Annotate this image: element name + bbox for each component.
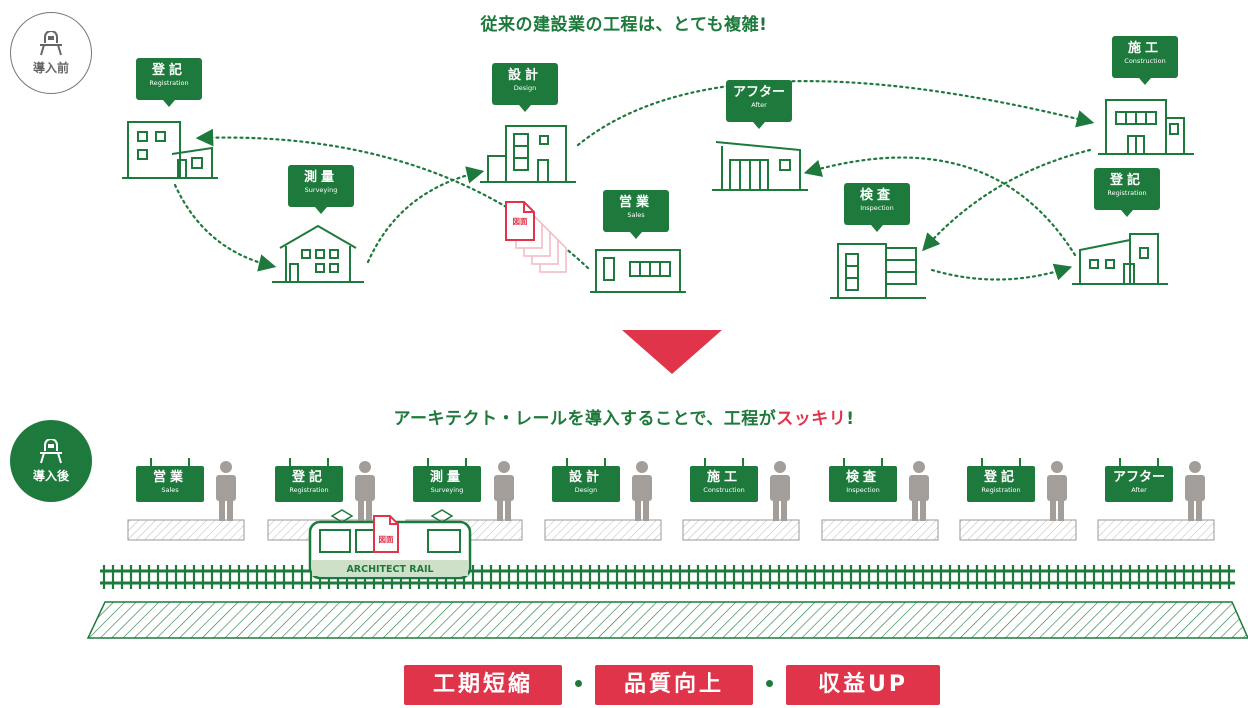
railway-scene xyxy=(86,461,1248,639)
person-icon xyxy=(1047,461,1067,521)
document-label: 図面 xyxy=(513,217,528,226)
after-badge-label: 導入後 xyxy=(32,468,69,483)
headline-before: 従来の建設業の工程は、とても複雑! xyxy=(480,15,768,35)
building-registration-1 xyxy=(122,121,218,179)
headline-after-suffix: ! xyxy=(846,409,855,429)
person-icon xyxy=(770,461,790,521)
embankment xyxy=(86,601,1248,639)
arrow-inspection-to-registration xyxy=(930,263,1073,281)
result-quality-improvement: 品質向上 xyxy=(595,665,753,705)
arrow-design-to-construction xyxy=(576,80,1095,147)
person-icon xyxy=(1185,461,1205,521)
person-icons xyxy=(216,461,1205,521)
result-shorter-schedule: 工期短縮 xyxy=(404,665,562,705)
building-after xyxy=(712,141,808,191)
rail-track xyxy=(100,569,1235,585)
arrow-registration-to-after xyxy=(803,156,1077,257)
building-design xyxy=(480,125,576,183)
after-badge: 導入後 xyxy=(10,420,92,502)
train-label: ARCHITECT RAIL xyxy=(346,564,433,575)
arrow-surveying-to-design xyxy=(366,166,485,264)
arrow-registration-to-surveying xyxy=(173,183,277,272)
train-document-label: 図面 xyxy=(379,535,394,544)
document-stack: 図面 xyxy=(505,201,567,273)
headline-after-prefix: アーキテクト・レールを導入することで、工程が xyxy=(393,409,777,429)
station-icon xyxy=(40,438,62,463)
building-sales xyxy=(590,249,686,293)
building-surveying xyxy=(272,224,364,283)
person-icon xyxy=(909,461,929,521)
building-registration-2 xyxy=(1072,233,1168,285)
arrow-construction-to-inspection xyxy=(922,148,1092,252)
person-icon xyxy=(494,461,514,521)
separator-dot xyxy=(766,680,773,687)
person-icon xyxy=(355,461,375,521)
person-icon xyxy=(216,461,236,521)
transition-arrow-icon xyxy=(622,330,722,374)
building-construction xyxy=(1098,99,1194,155)
person-icon xyxy=(632,461,652,521)
result-profit-up: 収益UP xyxy=(786,665,940,705)
rail-sleepers xyxy=(102,565,1231,589)
headline-after: アーキテクト・レールを導入することで、工程がスッキリ! xyxy=(0,404,1248,429)
architect-rail-train: ARCHITECT RAIL 図面 xyxy=(308,509,472,580)
before-badge: 導入前 xyxy=(10,12,92,94)
before-badge-label: 導入前 xyxy=(32,60,69,75)
station-icon xyxy=(40,30,62,55)
separator-dot xyxy=(575,680,582,687)
headline-after-highlight: スッキリ xyxy=(776,409,847,429)
building-inspection xyxy=(830,243,926,299)
platforms xyxy=(127,519,1215,541)
